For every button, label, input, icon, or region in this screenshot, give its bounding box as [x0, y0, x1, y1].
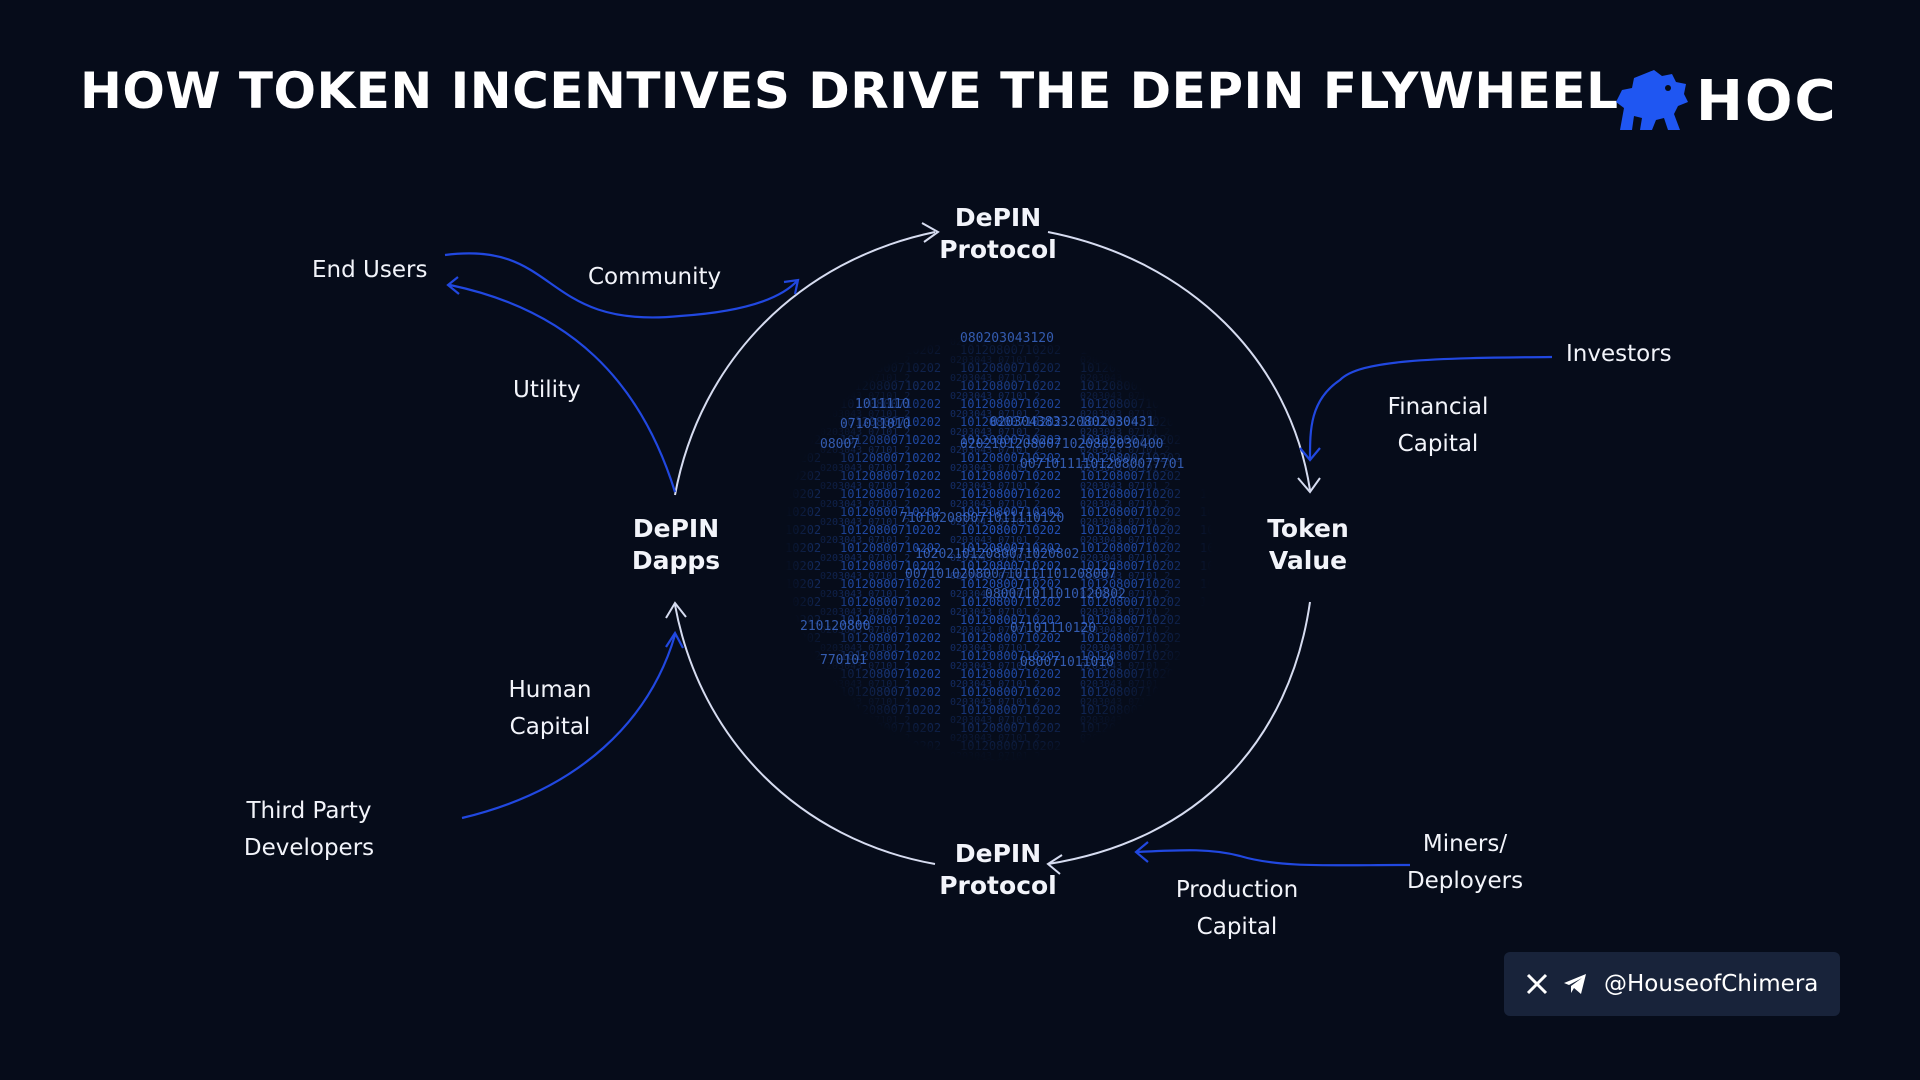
- svg-text:007101111012080077701: 007101111012080077701: [1020, 457, 1184, 472]
- label-human-capital: Human Capital: [496, 672, 604, 746]
- arrowhead-token: [1297, 477, 1321, 494]
- arrow-human: [461, 634, 677, 820]
- arrow-dapps-to-protocol-top: [674, 231, 936, 496]
- label-miners-line2: Deployers: [1406, 868, 1524, 894]
- arrow-token-to-protocol-bottom: [1047, 601, 1311, 865]
- svg-text:102021012080071020802: 102021012080071020802: [915, 547, 1079, 562]
- label-end-users: End Users: [312, 257, 428, 283]
- arrowhead-protocol-top: [921, 222, 940, 243]
- svg-text:1011110: 1011110: [855, 397, 910, 412]
- svg-text:02021012080071020802030400: 02021012080071020802030400: [960, 437, 1164, 452]
- social-badge[interactable]: @HouseofChimera: [1504, 952, 1840, 1016]
- svg-text:007101020800710111101208007: 007101020800710111101208007: [905, 567, 1116, 582]
- node-top-line1: DePIN: [954, 203, 1042, 232]
- brand-name: HOC: [1696, 68, 1838, 134]
- label-miners-deployers: Miners/ Deployers: [1398, 826, 1532, 900]
- arrow-utility: [449, 283, 677, 493]
- label-miners-line1: Miners/: [1422, 831, 1508, 857]
- input-arrows: [444, 252, 1553, 867]
- social-handle[interactable]: @HouseofChimera: [1604, 971, 1819, 997]
- svg-text:080071011010120802: 080071011010120802: [985, 587, 1126, 602]
- arrow-protocol-bottom-to-dapps: [674, 604, 936, 865]
- label-third-party-developers: Third Party Developers: [236, 793, 382, 867]
- svg-text:080203043120: 080203043120: [960, 331, 1054, 346]
- svg-text:08007: 08007: [820, 437, 859, 452]
- arrowhead-dapps: [665, 601, 687, 619]
- label-human-line2: Capital: [509, 714, 591, 740]
- svg-text:071011010: 071011010: [840, 417, 910, 432]
- label-utility: Utility: [513, 377, 581, 403]
- arrow-community: [444, 252, 799, 319]
- svg-text:07101110120: 07101110120: [1010, 621, 1096, 636]
- arrowhead-financial: [1299, 447, 1321, 462]
- node-bottom-line2: Protocol: [939, 871, 1057, 900]
- node-left-line2: Dapps: [631, 546, 721, 575]
- arrowhead-protocol-bottom: [1046, 854, 1063, 875]
- arrowhead-end-users: [446, 276, 460, 295]
- globe-highlights: 080203043120 020304383320802030431 02021…: [800, 331, 1184, 670]
- arrowhead-production: [1134, 841, 1149, 863]
- node-right-line2: Value: [1268, 546, 1348, 575]
- arrow-protocol-top-to-token: [1047, 231, 1311, 491]
- telegram-icon[interactable]: [1560, 969, 1590, 999]
- node-top-line2: Protocol: [939, 235, 1057, 264]
- arrowhead-community: [783, 278, 800, 295]
- svg-text:020304383320802030431: 020304383320802030431: [990, 415, 1154, 430]
- label-third-party-line1: Third Party: [246, 798, 372, 824]
- binary-globe: [780, 330, 1220, 770]
- label-production-capital: Production Capital: [1164, 872, 1310, 946]
- node-depin-dapps: DePIN Dapps: [624, 513, 728, 577]
- svg-text:770101: 770101: [820, 653, 867, 668]
- label-human-line1: Human: [508, 677, 592, 703]
- label-community: Community: [588, 264, 722, 290]
- x-icon[interactable]: [1522, 969, 1552, 999]
- node-bottom-line1: DePIN: [954, 839, 1042, 868]
- label-financial-line1: Financial: [1387, 394, 1489, 420]
- label-financial-capital: Financial Capital: [1376, 389, 1500, 463]
- node-token-value: Token Value: [1256, 513, 1360, 577]
- label-financial-line2: Capital: [1397, 431, 1479, 457]
- svg-text:710102080071011110120: 710102080071011110120: [900, 511, 1064, 526]
- cycle-arrows: [665, 222, 1321, 875]
- arrow-financial: [1308, 355, 1553, 459]
- brand-logo: HOC: [1610, 66, 1838, 136]
- node-depin-protocol-bottom: DePIN Protocol: [938, 838, 1058, 902]
- label-investors: Investors: [1566, 341, 1672, 367]
- node-right-line1: Token: [1267, 514, 1349, 543]
- node-depin-protocol-top: DePIN Protocol: [938, 202, 1058, 266]
- label-production-line1: Production: [1175, 877, 1299, 903]
- lion-icon: [1616, 70, 1688, 130]
- arrowhead-human: [665, 630, 684, 649]
- label-production-line2: Capital: [1196, 914, 1278, 940]
- svg-text:080071011010: 080071011010: [1020, 655, 1114, 670]
- label-third-party-line2: Developers: [243, 835, 375, 861]
- node-left-line1: DePIN: [632, 514, 720, 543]
- page-title: HOW TOKEN INCENTIVES DRIVE THE DEPIN FLY…: [80, 62, 1619, 120]
- arrow-production: [1135, 849, 1411, 867]
- svg-text:210120800: 210120800: [800, 619, 870, 634]
